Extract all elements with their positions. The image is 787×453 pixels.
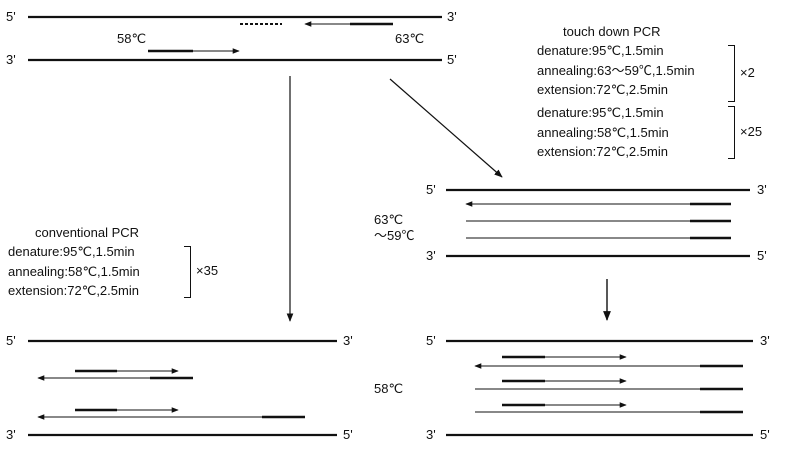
touchdown-phase2-extension: extension:72℃,2.5min xyxy=(537,144,668,159)
forward-primer-temp: 58℃ xyxy=(117,31,147,46)
touchdown-title: touch down PCR xyxy=(563,24,661,39)
conventional-cycles: ×35 xyxy=(196,263,219,278)
td-result-bottom-3prime-label: 3' xyxy=(426,427,436,442)
td-top-5prime-label: 5' xyxy=(426,182,436,197)
reverse-primer-temp: 63℃ xyxy=(395,31,425,46)
touchdown-phase2-annealing: annealing:58℃,1.5min xyxy=(537,124,669,140)
template-bottom-3prime-label: 3' xyxy=(6,52,16,67)
touchdown-phase1-bracket xyxy=(728,45,735,102)
conv-result-top-3prime-label: 3' xyxy=(343,333,353,348)
template-top-5prime-label: 5' xyxy=(6,9,16,24)
conventional-annealing: annealing:58℃,1.5min xyxy=(8,263,140,279)
conv-result-bottom-5prime-label: 5' xyxy=(343,427,353,442)
template-bottom-5prime-label: 5' xyxy=(447,52,457,67)
td-result-bottom-5prime-label: 5' xyxy=(760,427,770,442)
touchdown-phase1: denature:95℃,1.5min annealing:63～59℃,1.5… xyxy=(537,41,695,100)
touchdown-phase2: denature:95℃,1.5min annealing:58℃,1.5min… xyxy=(537,103,669,162)
td-result-top-5prime-label: 5' xyxy=(426,333,436,348)
touchdown-phase1-annealing: annealing:63～59℃,1.5min xyxy=(537,62,695,78)
touchdown-phase1-cycles: ×2 xyxy=(740,65,755,80)
td-annealing-temp-start: 63℃ xyxy=(374,212,404,227)
touchdown-phase1-denature: denature:95℃,1.5min xyxy=(537,43,664,58)
touchdown-phase2-cycles: ×25 xyxy=(740,124,763,139)
conv-result-top-5prime-label: 5' xyxy=(6,333,16,348)
conventional-bracket xyxy=(184,246,191,298)
td-bottom-3prime-label: 3' xyxy=(426,248,436,263)
td-result-annealing-temp: 58℃ xyxy=(374,381,404,396)
td-bottom-5prime-label: 5' xyxy=(757,248,767,263)
touchdown-phase2-bracket xyxy=(728,106,735,159)
touchdown-phase1-extension: extension:72℃,2.5min xyxy=(537,82,668,97)
touchdown-phase2-denature: denature:95℃,1.5min xyxy=(537,105,664,120)
conventional-denature: denature:95℃,1.5min xyxy=(8,244,135,259)
conventional-steps: denature:95℃,1.5min annealing:58℃,1.5min… xyxy=(8,242,140,301)
conventional-extension: extension:72℃,2.5min xyxy=(8,283,139,298)
template-top-3prime-label: 3' xyxy=(447,9,457,24)
conv-result-bottom-3prime-label: 3' xyxy=(6,427,16,442)
td-top-3prime-label: 3' xyxy=(757,182,767,197)
flow-arrow-touchdown xyxy=(389,78,503,178)
td-result-top-3prime-label: 3' xyxy=(760,333,770,348)
conventional-title: conventional PCR xyxy=(35,225,140,240)
td-annealing-temp-end: ～59℃ xyxy=(374,228,415,243)
